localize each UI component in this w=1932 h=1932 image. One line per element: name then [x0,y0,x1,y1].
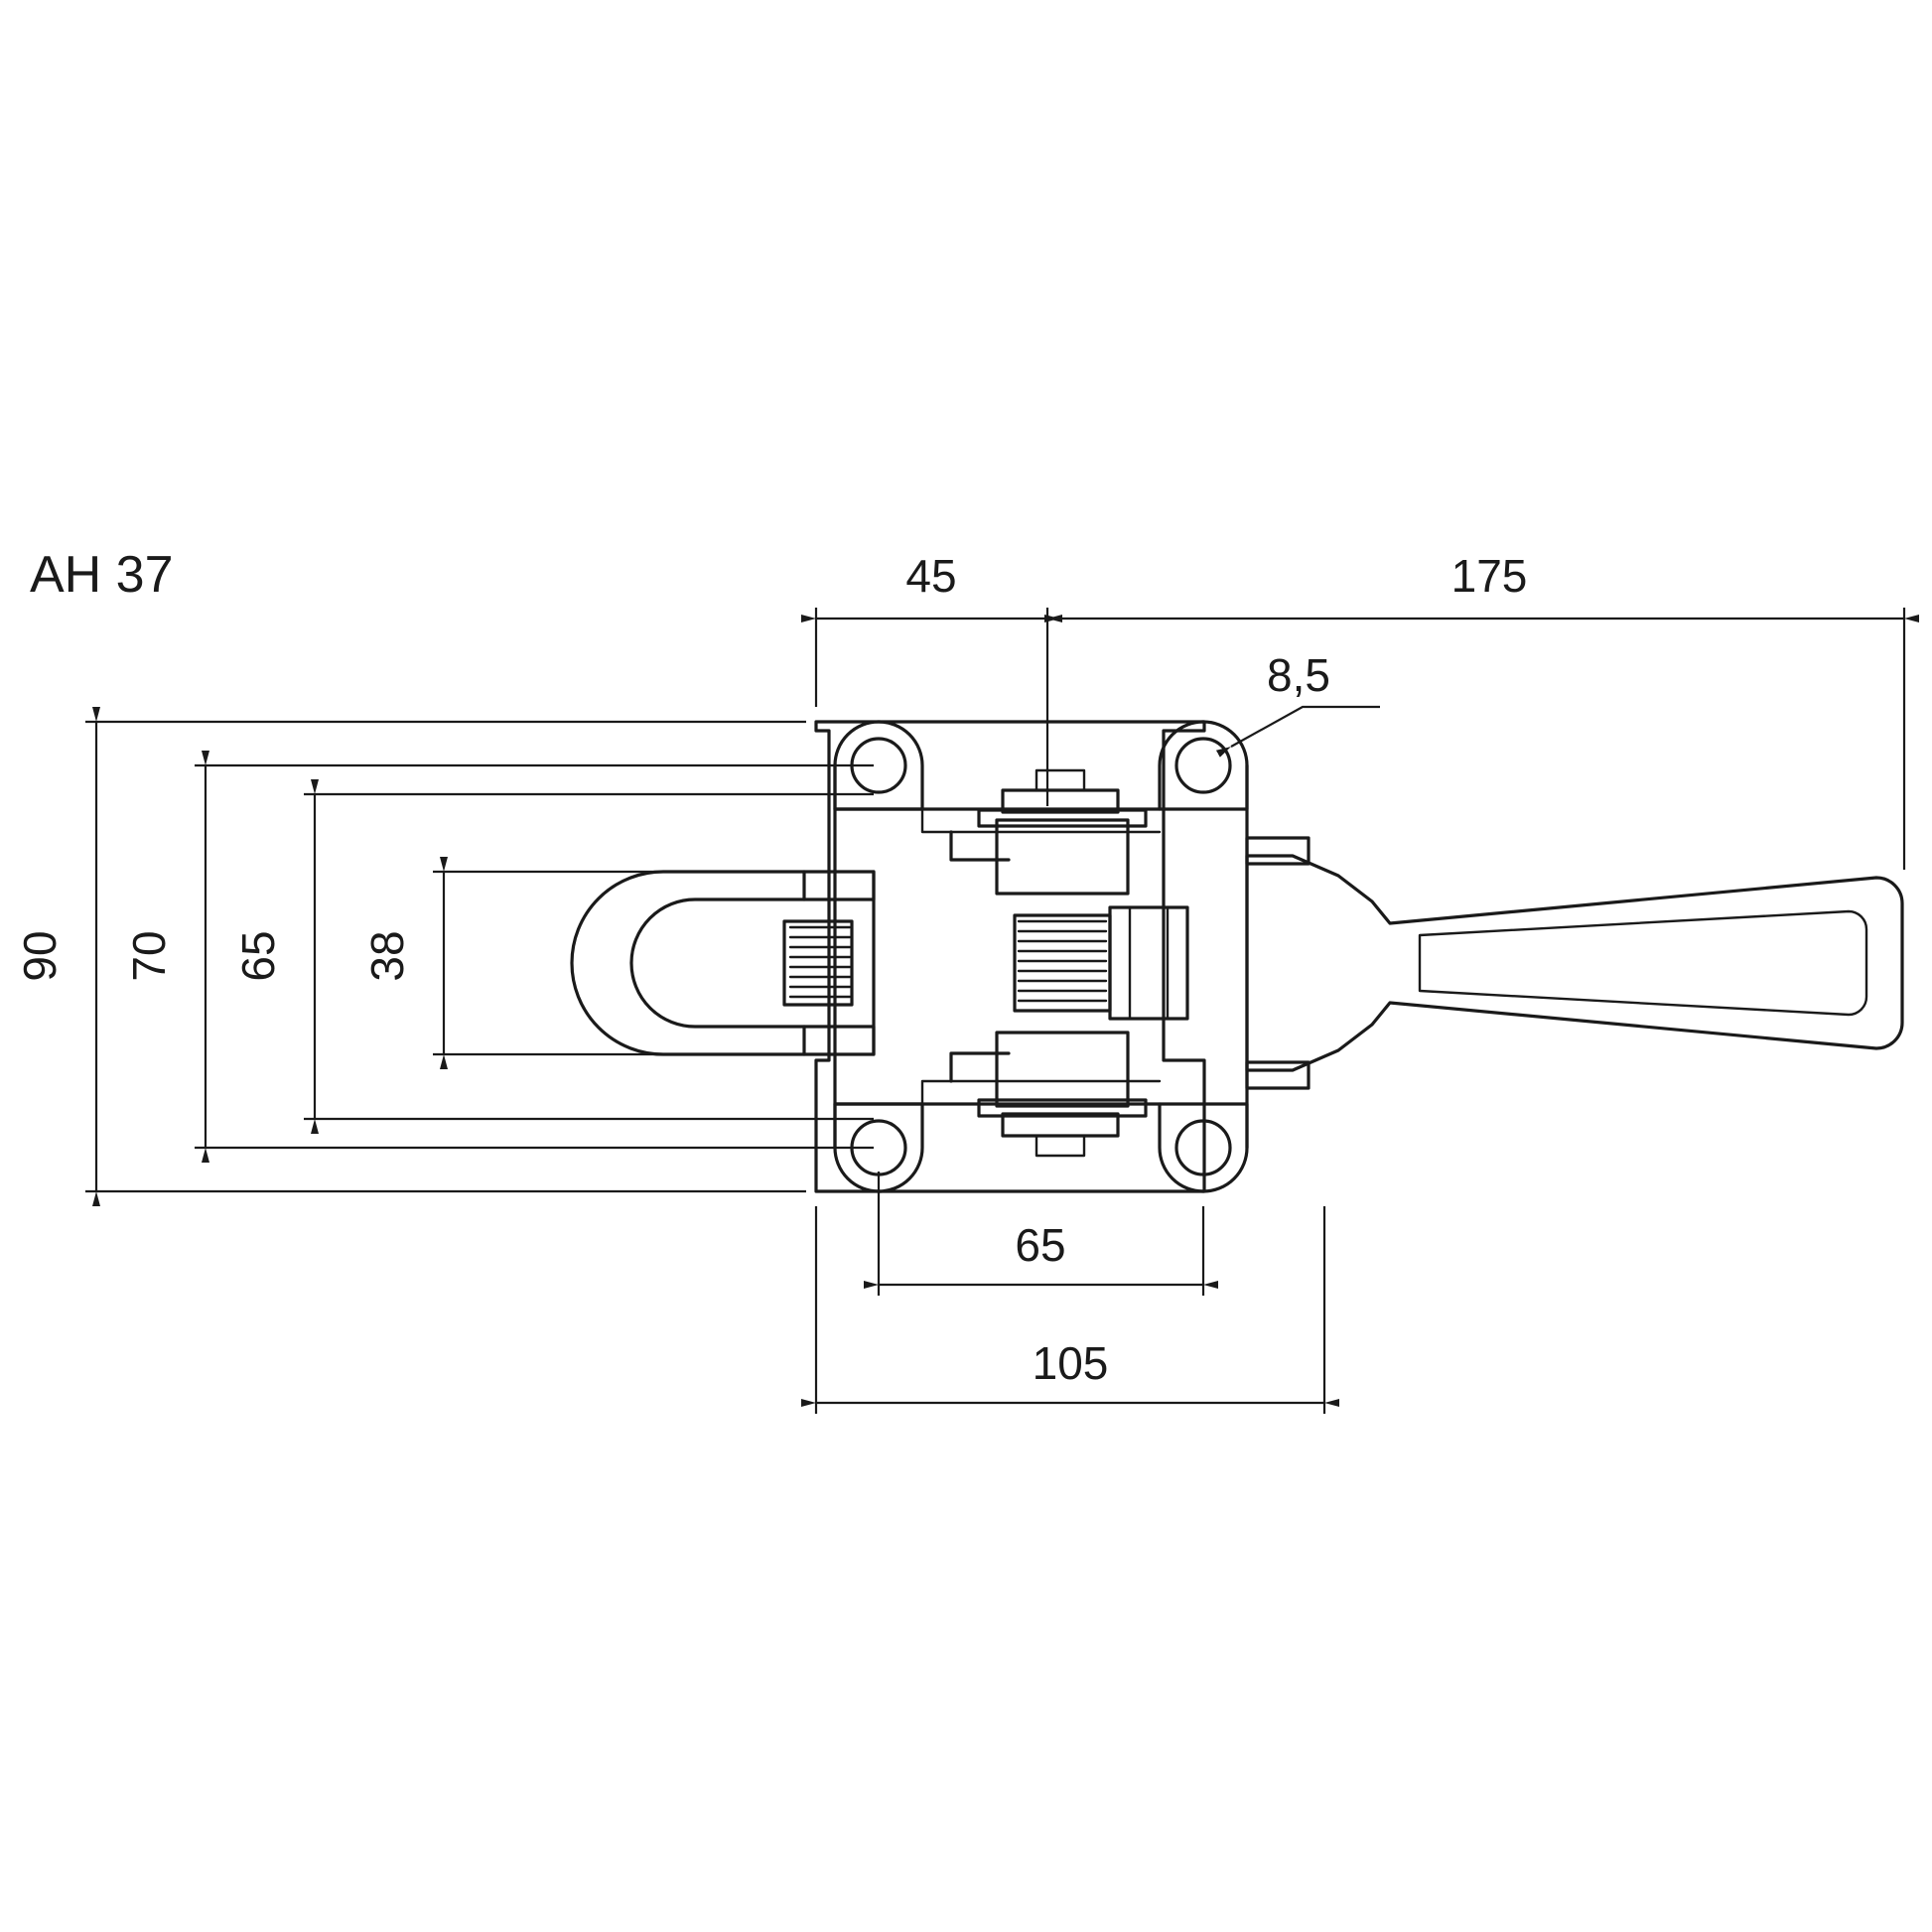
thread-hatching-left [788,925,852,999]
pivot-stem-lower [1035,1134,1086,1158]
dimension-105-label: 105 [1033,1337,1109,1389]
dimension-90: 90 [14,707,806,1206]
lever-handle-inner-groove [1418,909,1868,1017]
u-hook-shank-top [802,870,876,901]
dimension-65-vertical: 65 [232,779,874,1134]
base-plate-step-bottom [920,1079,1162,1106]
dimension-105: 105 [801,1206,1339,1414]
lever-tab-upper [1245,836,1311,866]
dimension-38-label: 38 [361,930,413,981]
lever-tab-lower [1245,1060,1311,1090]
pivot-cap-lower [1001,1112,1120,1138]
dimension-90-label: 90 [14,930,66,981]
dimension-175: 175 [1044,550,1919,870]
dimension-70: 70 [123,751,874,1163]
upper-link-arm [949,830,1011,862]
pivot-block-lower [995,1031,1130,1108]
dimension-8-5: 8,5 [1215,649,1380,758]
spindle-collar-inner [1128,905,1170,1021]
threaded-spindle-center [1013,913,1112,1013]
base-plate-ear-top-right [1158,720,1249,811]
base-plate-step-top [920,807,1162,834]
dimension-65-vertical-label: 65 [232,930,284,981]
latch-body-geometry [570,720,1904,1193]
base-plate-body [833,763,1249,1150]
pivot-stem-upper [1035,768,1086,792]
mounting-hole-bottom-right [1174,1119,1232,1176]
mounting-hole-top-right [1174,737,1232,794]
pivot-washer-lower [977,1098,1148,1118]
threaded-rod-left [782,919,854,1007]
dimension-45: 45 [801,550,1062,806]
dimension-65-horizontal: 65 [864,1172,1218,1296]
dimension-175-label: 175 [1451,550,1528,602]
u-hook-shank-bottom [802,1025,876,1056]
spindle-collar-block [1108,905,1189,1021]
dimension-65-horizontal-label: 65 [1015,1219,1065,1271]
dimension-45-label: 45 [905,550,956,602]
pivot-washer-upper [977,808,1148,828]
u-hook-loop [570,870,806,1056]
pivot-block-upper [995,818,1130,896]
dimension-38: 38 [361,857,874,1069]
pivot-cap-upper [1001,788,1120,814]
base-plate-ear-bottom-right [1158,1102,1249,1193]
part-label: AH 37 [30,546,174,604]
thread-hatching-center [1017,919,1108,1003]
lower-link-arm [949,1051,1011,1083]
dimension-70-label: 70 [123,930,175,981]
dimension-8-5-label: 8,5 [1267,649,1330,701]
lever-handle [1245,854,1904,1072]
